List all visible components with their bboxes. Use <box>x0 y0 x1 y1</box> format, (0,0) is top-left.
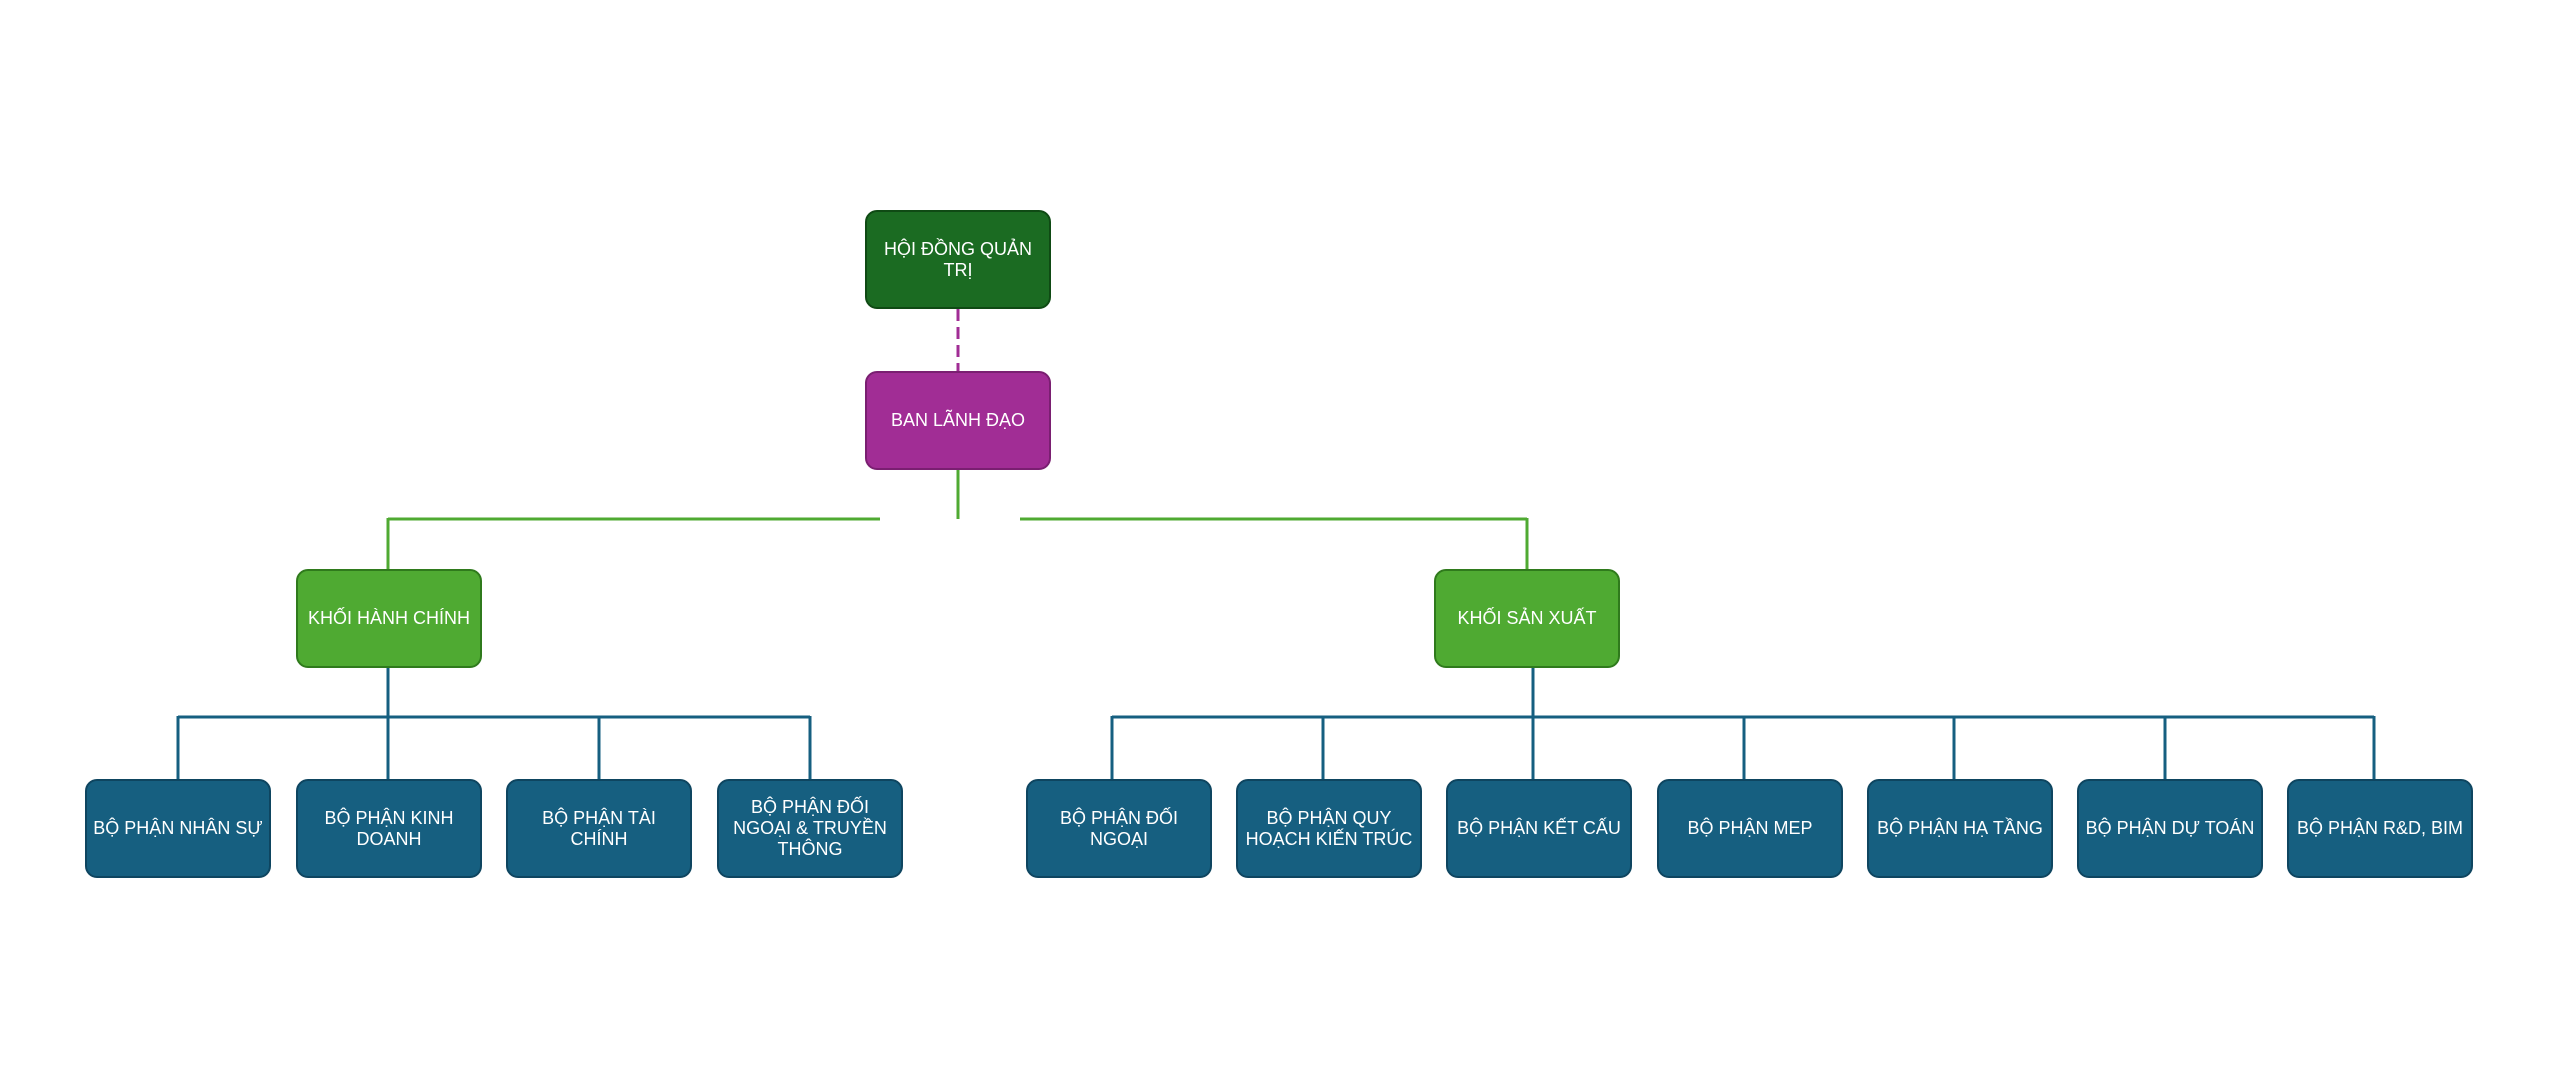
dept-finance-node[interactable]: BỘ PHẬN TÀI CHÍNH <box>506 779 692 878</box>
dept-external-relations-label: BỘ PHẬN ĐỐI NGOẠI <box>1059 807 1179 849</box>
dept-infrastructure-label: BỘ PHẬN HẠ TẦNG <box>1877 818 2043 838</box>
dept-estimation-node[interactable]: BỘ PHẬN DỰ TOÁN <box>2077 779 2263 878</box>
connector-block-production-departments <box>1110 667 2376 780</box>
board-of-directors-node[interactable]: HỘI ĐỒNG QUẢN TRỊ <box>865 210 1051 309</box>
connector-leadership-blocks <box>386 470 1529 569</box>
dept-business-label: BỘ PHẬN KINH DOANH <box>324 807 454 849</box>
dept-mep-node[interactable]: BỘ PHẬN MEP <box>1657 779 1843 878</box>
dept-structure-node[interactable]: BỘ PHẬN KẾT CẤU <box>1446 779 1632 878</box>
dept-planning-architecture-label: BỘ PHẬN QUY HOẠCH KIẾN TRÚC <box>1245 807 1413 849</box>
block-administrative-label: KHỐI HÀNH CHÍNH <box>307 608 470 628</box>
dept-planning-architecture-node[interactable]: BỘ PHẬN QUY HOẠCH KIẾN TRÚC <box>1236 779 1422 878</box>
dept-structure-label: BỘ PHẬN KẾT CẤU <box>1457 818 1621 838</box>
dept-infrastructure-node[interactable]: BỘ PHẬN HẠ TẦNG <box>1867 779 2053 878</box>
dept-human-resources-node[interactable]: BỘ PHẬN NHÂN SỰ <box>85 779 271 878</box>
block-production-node[interactable]: KHỐI SẢN XUẤT <box>1434 569 1620 668</box>
dept-finance-label: BỘ PHẬN TÀI CHÍNH <box>542 807 656 849</box>
dept-external-relations-media-node[interactable]: BỘ PHẬN ĐỐI NGOẠI & TRUYỀN THÔNG <box>717 779 903 878</box>
board-of-directors-label: HỘI ĐỒNG QUẢN TRỊ <box>883 238 1032 280</box>
block-production-label: KHỐI SẢN XUẤT <box>1457 608 1597 628</box>
leadership-label: BAN LÃNH ĐẠO <box>890 410 1026 430</box>
dept-rd-bim-label: BỘ PHẬN R&D, BIM <box>2296 818 2464 838</box>
dept-mep-label: BỘ PHẬN MEP <box>1687 818 1813 838</box>
dept-business-node[interactable]: BỘ PHẬN KINH DOANH <box>296 779 482 878</box>
dept-estimation-label: BỘ PHẬN DỰ TOÁN <box>2085 818 2255 838</box>
dept-human-resources-label: BỘ PHẬN NHÂN SỰ <box>93 818 263 838</box>
dept-external-relations-media-label: BỘ PHẬN ĐỐI NGOẠI & TRUYỀN THÔNG <box>733 797 887 859</box>
dept-external-relations-node[interactable]: BỘ PHẬN ĐỐI NGOẠI <box>1026 779 1212 878</box>
dept-rd-bim-node[interactable]: BỘ PHẬN R&D, BIM <box>2287 779 2473 878</box>
connector-block-admin-departments <box>176 667 812 780</box>
leadership-node[interactable]: BAN LÃNH ĐẠO <box>865 371 1051 470</box>
block-administrative-node[interactable]: KHỐI HÀNH CHÍNH <box>296 569 482 668</box>
